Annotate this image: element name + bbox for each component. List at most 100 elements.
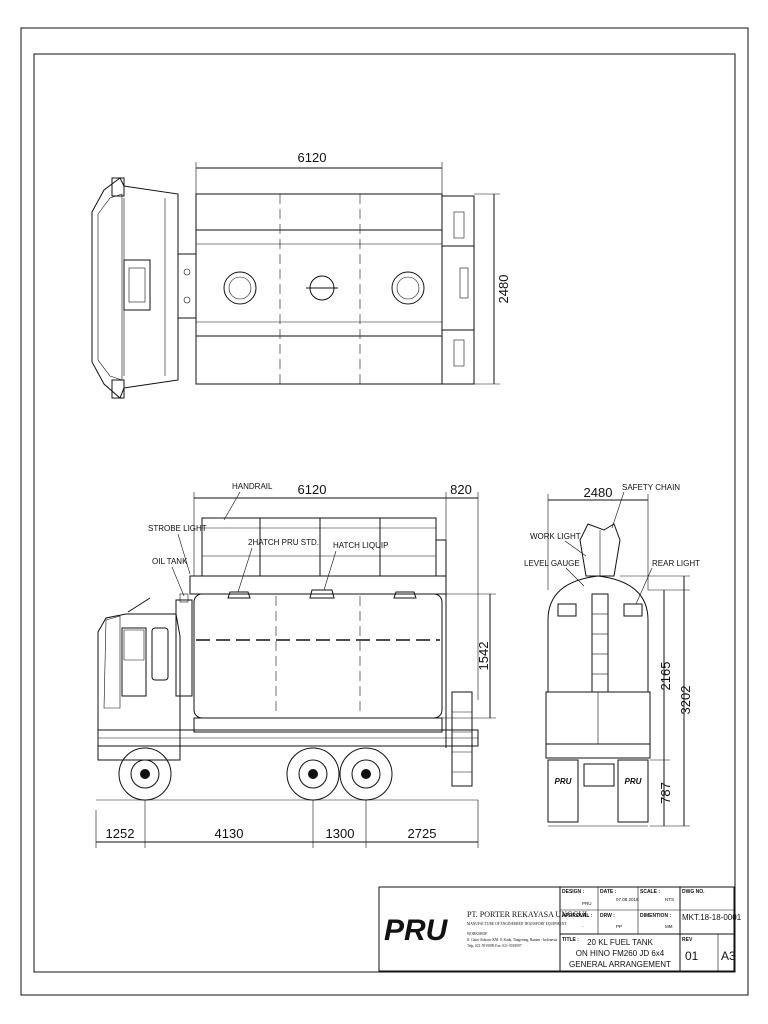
company-name: PT. PORTER REKAYASA UNGGUL (467, 910, 589, 919)
label-strobe-light: STROBE LIGHT (148, 524, 207, 533)
rear-manifold (579, 523, 621, 577)
hatch-liquip (309, 589, 335, 599)
connector-bolt (183, 268, 191, 276)
rear-view: PRU PRU 2480 2165 3202 787 SAFETY CHAIN … (524, 483, 700, 827)
cab-top-hatch-inner (128, 267, 146, 303)
workshop-address: Jl. Gatot Subroto KM. 8, Kadu, Tangerang… (467, 938, 558, 943)
rear-box-bottom (441, 329, 475, 385)
oil-tank-cap (179, 593, 189, 603)
rear-box-middle (441, 245, 475, 331)
hatch-pru-2 (393, 591, 417, 599)
under-tank-cabinet (193, 717, 443, 733)
dim-rear-height: 2165 (658, 662, 673, 691)
rev-value: 01 (685, 949, 699, 963)
mirror-left (111, 177, 125, 197)
drw-value: PP (616, 924, 622, 929)
label-rear-light: REAR LIGHT (652, 559, 700, 568)
company-logo: PRU (384, 914, 449, 947)
rear-bumper (545, 743, 651, 759)
dwg-no-value: MKT.18-18-0001 (682, 913, 742, 922)
dim-rear-overhang: 2725 (408, 826, 437, 841)
label-hatch-pru: 2HATCH PRU STD. (248, 538, 319, 547)
label-level-gauge: LEVEL GAUGE (524, 559, 580, 568)
cab-side-front (103, 615, 121, 709)
dwg-no-label: DWG NO. (682, 889, 705, 895)
hatch-pru-1 (227, 591, 251, 599)
approval-value: - (582, 924, 584, 929)
title-line-2: ON HINO FM260 JD 6x4 (576, 949, 665, 958)
cab-top (91, 177, 179, 399)
tank-top-outline (195, 193, 443, 385)
drw-label: DRW : (600, 913, 615, 919)
rear-axle-housing (583, 763, 615, 787)
manhole-rear-inner (396, 276, 420, 300)
label-safety-chain: SAFETY CHAIN (622, 483, 680, 492)
label-hatch-liquip: HATCH LIQUIP (333, 541, 388, 550)
scale-value: NTS (665, 897, 674, 902)
rear-ladder-side (451, 691, 473, 787)
manhole-front-inner (228, 276, 252, 300)
dim-tandem: 1300 (326, 826, 355, 841)
workshop-label: WORKSHOP (467, 932, 487, 936)
rear-light-left (557, 603, 577, 617)
tank-body-side (193, 593, 443, 719)
title-block-frame (378, 886, 735, 972)
dim-rear-width: 2480 (584, 485, 613, 500)
cab-door-window (123, 629, 145, 661)
oil-tank (175, 599, 193, 697)
dim-side-rear: 820 (450, 482, 472, 497)
tank-top-walkway (195, 229, 443, 337)
company-tagline: MANUFACTURE OF ENGINEERED TRANSPORT EQUI… (467, 922, 567, 926)
dim-top-length: 6120 (298, 150, 327, 165)
dim-side-length: 6120 (298, 482, 327, 497)
cab-top-windshield (97, 193, 123, 381)
title-line-1: 20 KL FUEL TANK (587, 938, 653, 947)
inner-border (33, 53, 736, 973)
dim-front-overhang: 1252 (106, 826, 135, 841)
dim-tank-height: 1542 (476, 642, 491, 671)
cab-connector (177, 253, 197, 319)
workshop-phone: Telp. 021-5919099 Fax. 021-5919097 (467, 944, 522, 948)
tank-top-rail (189, 575, 447, 595)
manhole-front (223, 271, 257, 305)
sheet-size: A3 (721, 949, 736, 963)
cab-side-window (151, 627, 169, 681)
scale-label: SCALE : (640, 889, 660, 895)
approval-label: APPROVAL : (562, 913, 593, 919)
title-block: PRU PT. PORTER REKAYASA UNGGUL MANUFACTU… (378, 886, 742, 972)
mudflap-left (547, 759, 579, 823)
rear-box-top (441, 195, 475, 247)
dim-ground-clearance: 787 (658, 782, 673, 804)
cab-top-hatch (123, 259, 151, 311)
strobe-light-mount (127, 597, 151, 613)
connector-bolt (183, 296, 191, 304)
dimention-label: DIMENTION : (640, 913, 671, 919)
side-view: 6120 820 1542 1252 4130 1300 2725 HANDRA… (95, 482, 496, 848)
rev-label: REV (682, 937, 693, 943)
rear-ladder-top (459, 267, 469, 299)
dim-top-width: 2480 (496, 275, 511, 304)
dim-total-height: 3202 (678, 686, 693, 715)
label-oil-tank: OIL TANK (152, 557, 188, 566)
rear-light-right (623, 603, 643, 617)
title-line-3: GENERAL ARRANGEMENT (569, 960, 671, 969)
top-view: 6120 2480 (91, 150, 511, 399)
design-label: DESIGN : (562, 889, 585, 895)
tank-rear-ellipse (547, 575, 649, 693)
cab-door (121, 627, 147, 697)
manhole-rear (391, 271, 425, 305)
outer-border (20, 27, 749, 996)
handrail-frame (201, 517, 437, 577)
title-label: TITLE : (562, 937, 579, 943)
dim-wheelbase: 4130 (215, 826, 244, 841)
date-value: 07.08.2018 (616, 897, 639, 902)
rear-vent (453, 211, 465, 239)
dimention-value: MM (665, 924, 673, 929)
mudflap-logo-right: PRU (625, 777, 642, 786)
rear-ladder (591, 593, 609, 693)
mudflap-right (617, 759, 649, 823)
design-value: PRU (582, 901, 592, 906)
mirror-right (111, 379, 125, 399)
rear-vent (453, 339, 465, 367)
